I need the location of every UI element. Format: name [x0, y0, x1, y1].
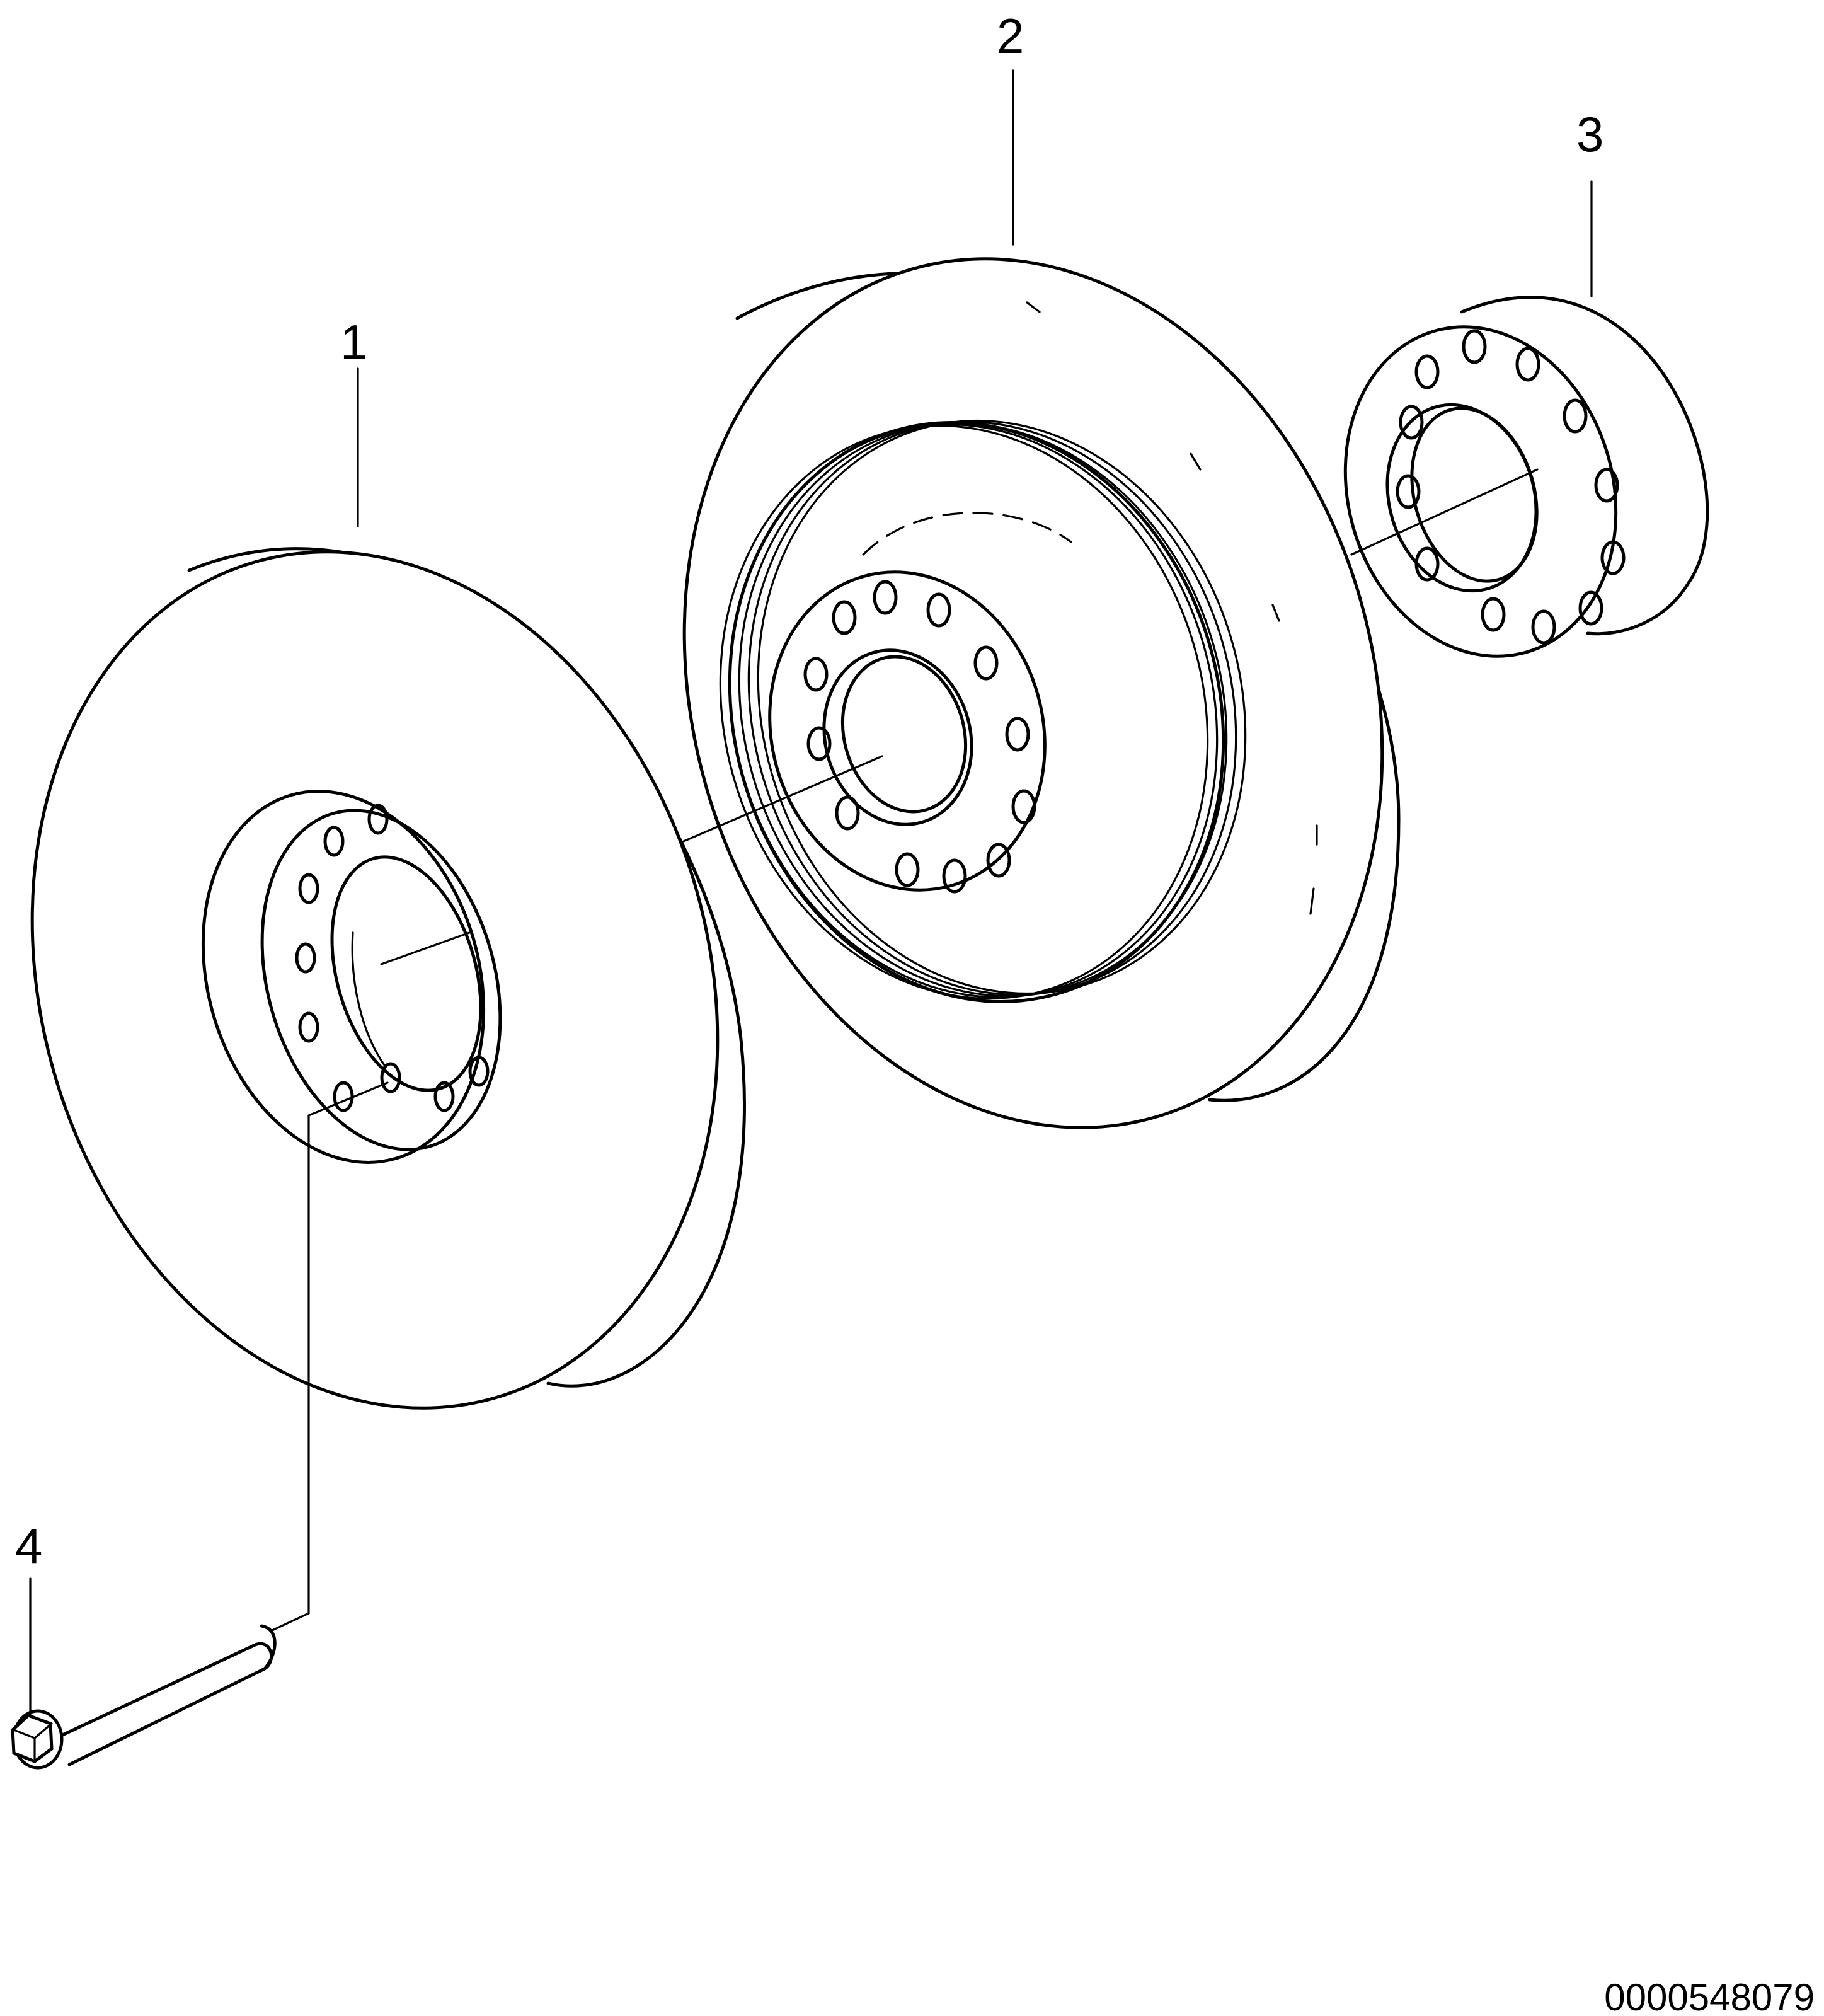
part-2-belt-grooves — [719, 419, 1247, 1000]
callout-3: 3 — [1576, 107, 1603, 162]
hex-bolt-icon — [11, 1624, 277, 1770]
part-3-bolt-holes — [1396, 329, 1626, 645]
callout-4: 4 — [15, 1518, 42, 1574]
callout-2: 2 — [997, 8, 1024, 64]
part-4-bolt[interactable] — [11, 1624, 277, 1770]
leader-lines — [29, 69, 1593, 1715]
drawing-id: 0000548079 — [1604, 1976, 1815, 2016]
part-1-bolt-holes — [295, 804, 490, 1112]
part-2-bolt-holes — [803, 580, 1036, 894]
part-1-damper[interactable] — [0, 470, 816, 1490]
part-2-pulley[interactable] — [585, 175, 1482, 1211]
callout-1: 1 — [340, 314, 367, 370]
part-3-hub-ring[interactable] — [1307, 294, 1709, 688]
